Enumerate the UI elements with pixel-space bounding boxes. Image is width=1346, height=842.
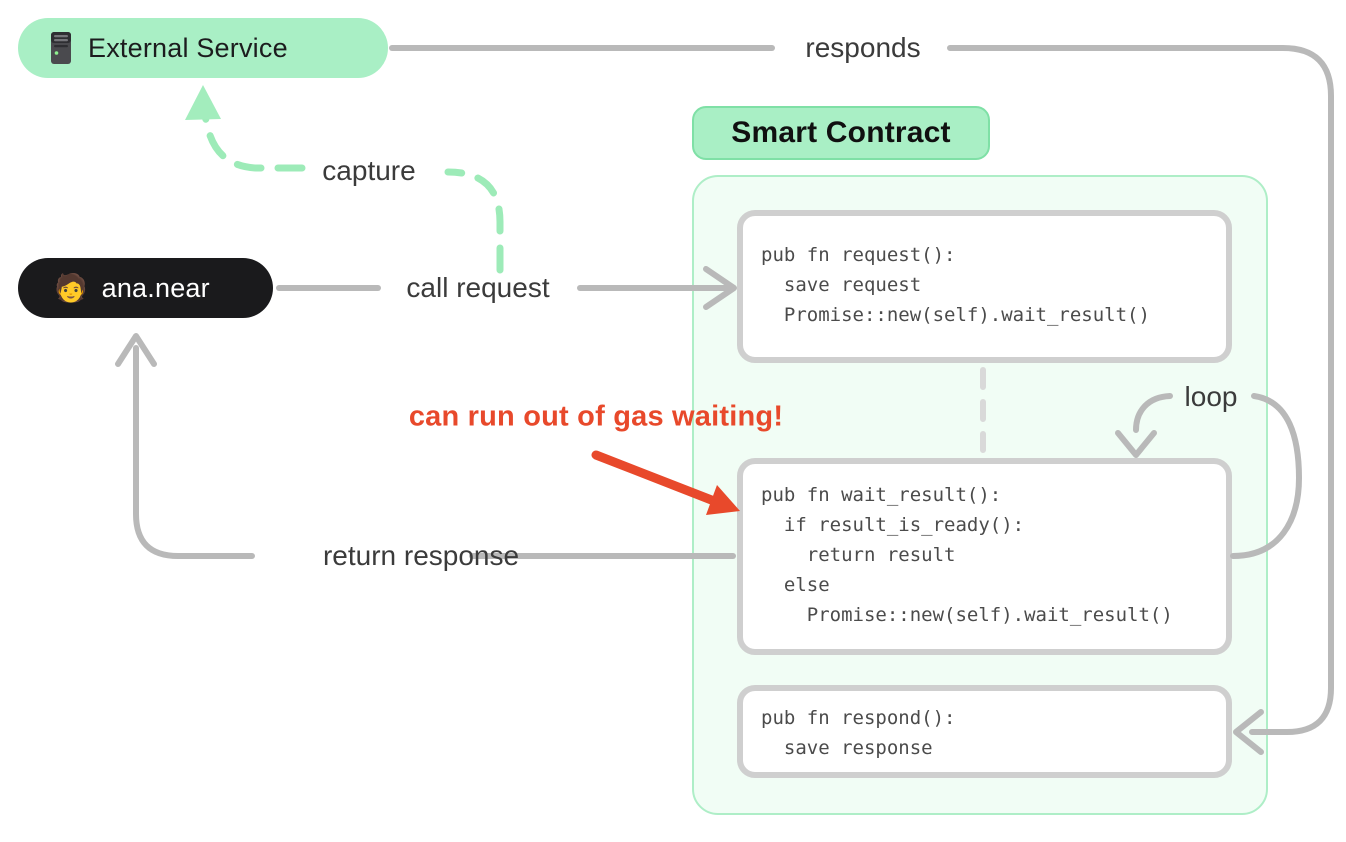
responds-label: responds [805,32,921,63]
code-box-respond: pub fn respond(): save response [737,685,1232,778]
code-box-wait-result: pub fn wait_result(): if result_is_ready… [737,458,1232,655]
user-label: ana.near [101,272,210,303]
external-service-label: External Service [88,32,288,63]
capture-arrowhead [185,85,221,120]
code-box-request: pub fn request(): save request Promise::… [737,210,1232,363]
return-response-arrow [115,333,736,559]
user-node: 🧑 ana.near [18,258,273,318]
warning-annotation: can run out of gas waiting! [408,400,784,433]
code-wait-result: pub fn wait_result(): if result_is_ready… [761,484,1173,626]
person-icon: 🧑 [54,273,88,303]
capture-arrow [201,112,504,274]
code-request: pub fn request(): save request Promise::… [761,244,1150,326]
capture-label: capture [322,155,416,186]
code-respond: pub fn respond(): save response [761,707,956,759]
smart-contract-title: Smart Contract [692,106,990,160]
return-response-label: return response [322,540,520,571]
loop-label: loop [1184,381,1238,412]
external-service-node: External Service [18,18,388,78]
server-icon [48,31,74,65]
call-request-label: call request [406,272,550,303]
